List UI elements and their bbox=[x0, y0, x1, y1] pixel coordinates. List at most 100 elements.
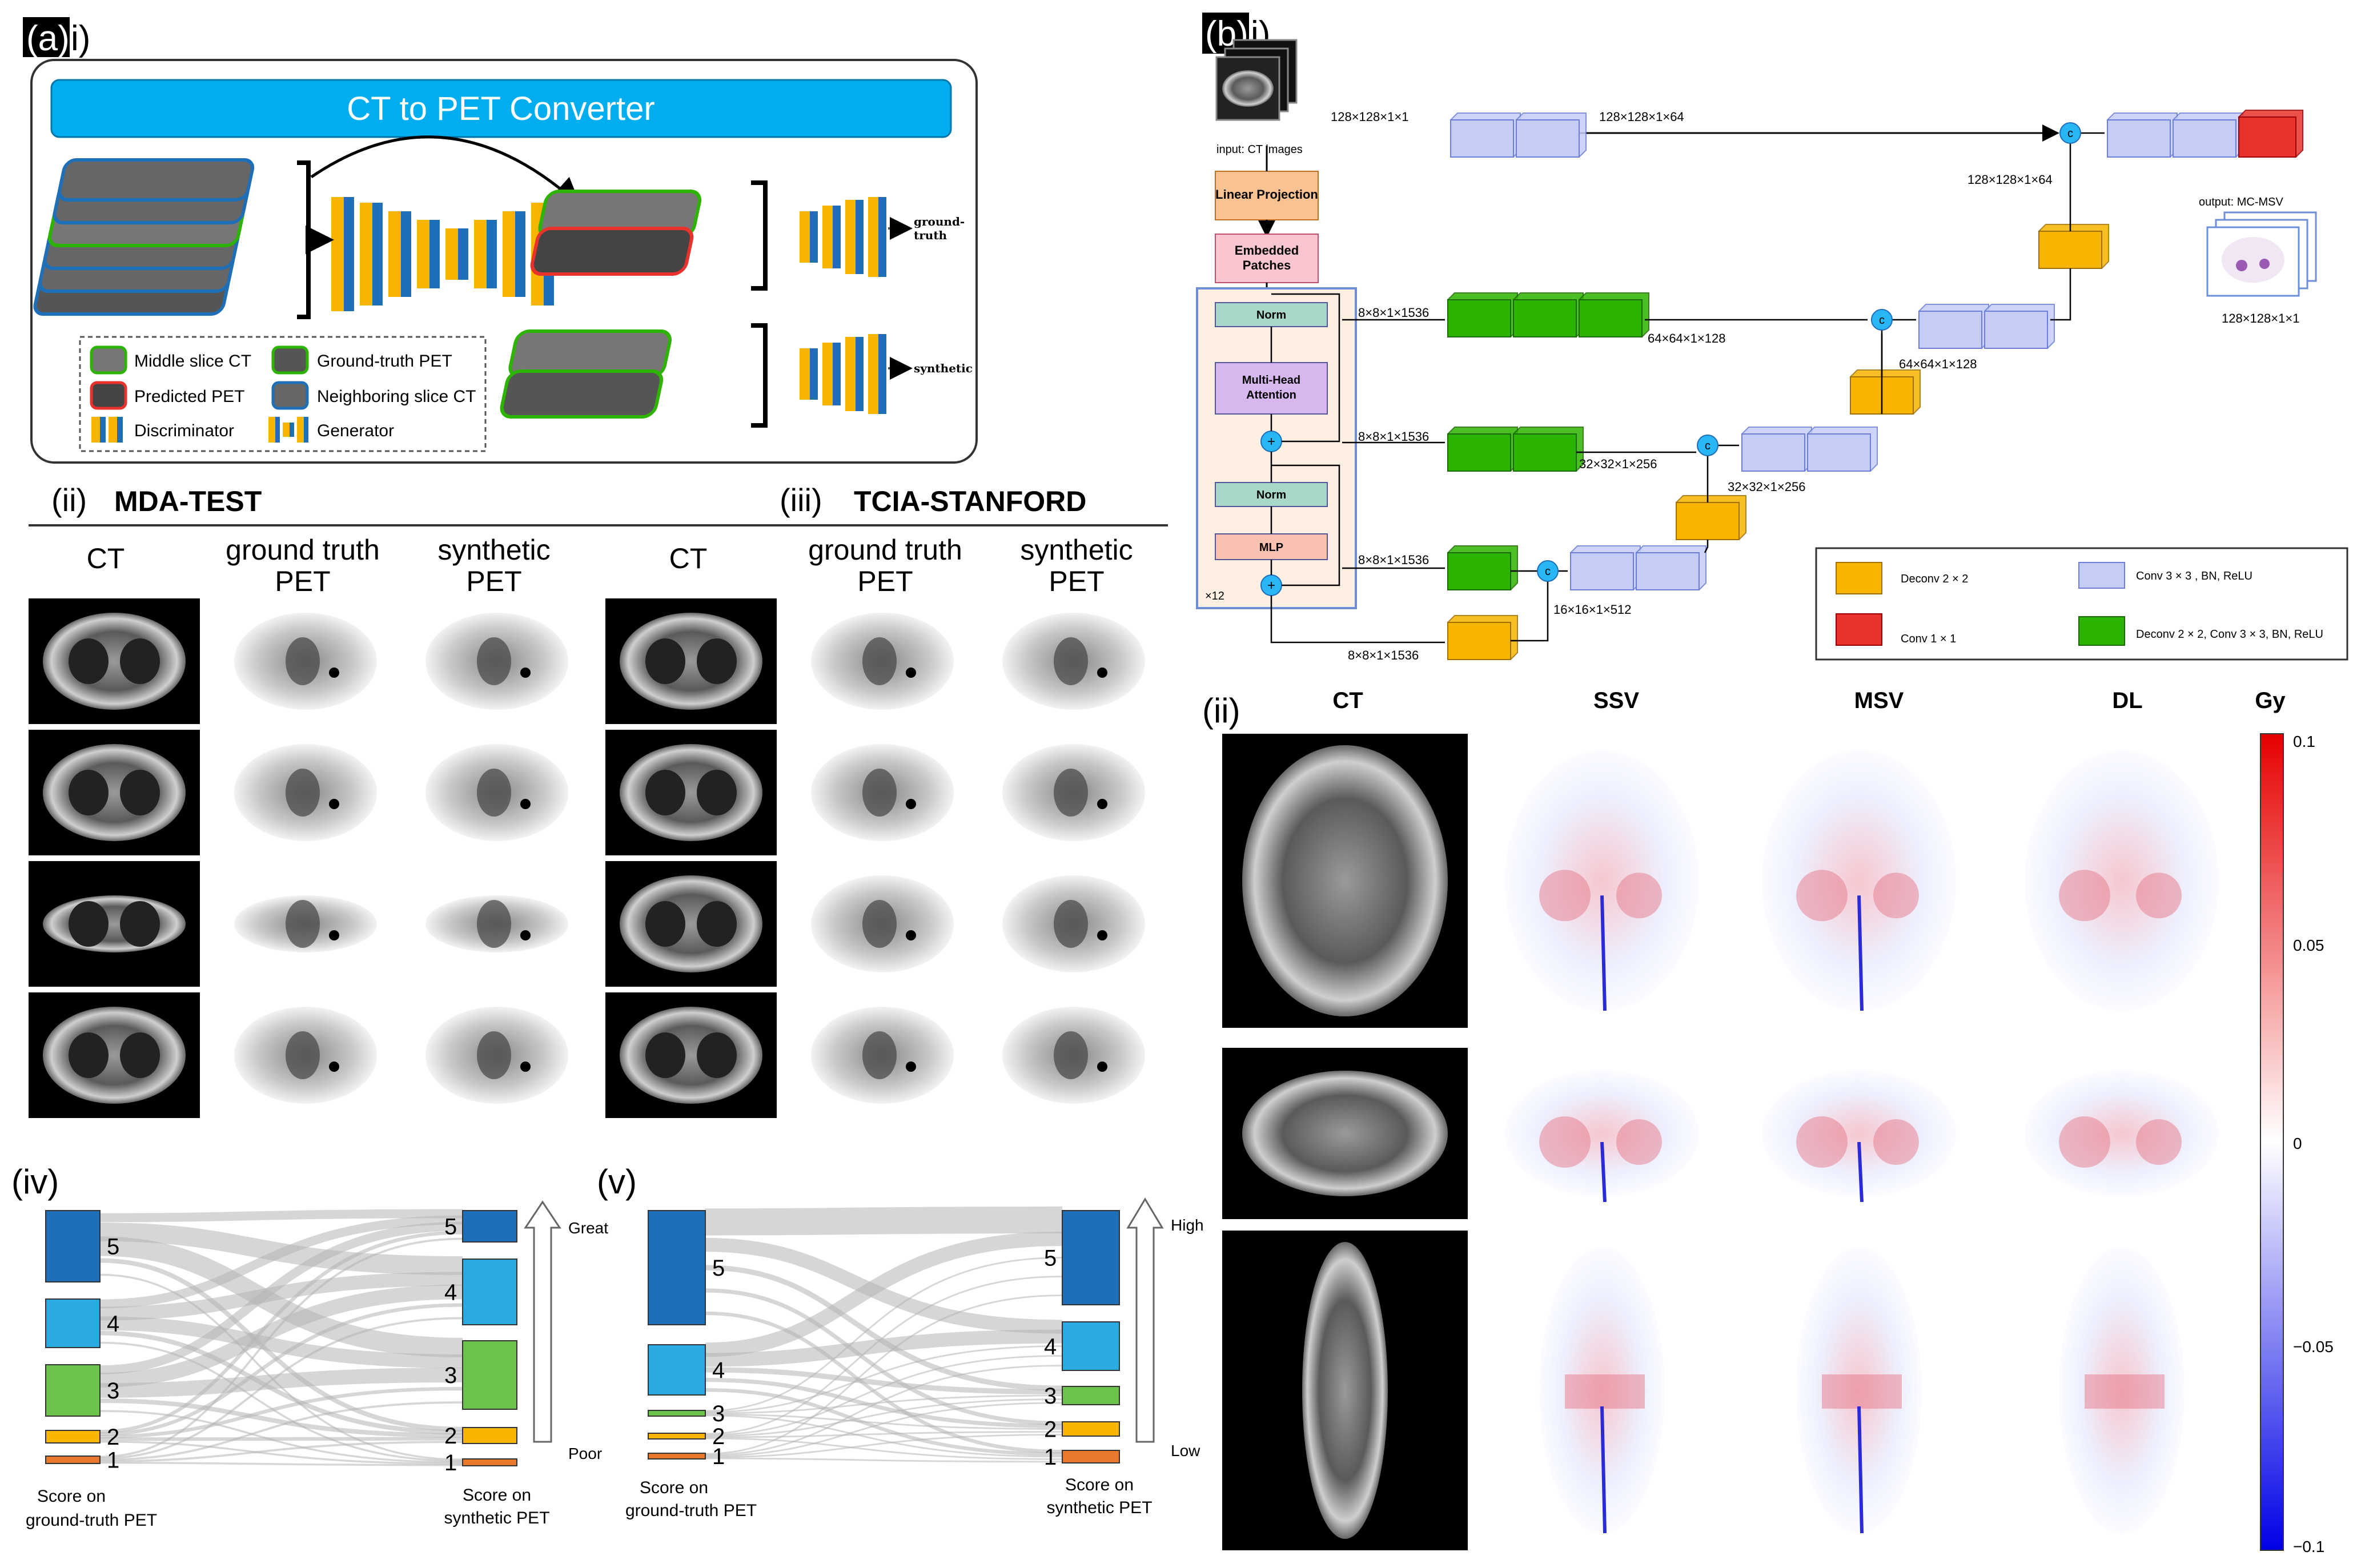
sankey-node-left bbox=[648, 1410, 706, 1417]
svg-text:Deconv 2 × 2, Conv 3 × 3, BN,: Deconv 2 × 2, Conv 3 × 3, BN, ReLU bbox=[2136, 628, 2323, 641]
pet-scan-thumb bbox=[797, 992, 968, 1118]
sankey-score-label: 3 bbox=[444, 1363, 457, 1388]
svg-text:ground-truth PET: ground-truth PET bbox=[26, 1511, 157, 1530]
dose-ct-image bbox=[1222, 734, 1468, 1028]
sankey-score-label: 5 bbox=[1044, 1246, 1057, 1271]
pet-scan-thumb bbox=[220, 992, 391, 1118]
sankey-score-label: 1 bbox=[1044, 1445, 1057, 1470]
sankey-score-label: 3 bbox=[107, 1378, 119, 1404]
sankey-flow bbox=[705, 1378, 1063, 1429]
sankey-node-right bbox=[1062, 1421, 1120, 1437]
concat-symbol: c bbox=[2067, 127, 2073, 140]
svg-text:Norm: Norm bbox=[1256, 489, 1286, 501]
conv-block bbox=[1983, 304, 2055, 349]
unet-connection bbox=[1704, 540, 1709, 553]
sankey-flow bbox=[705, 1431, 1063, 1438]
sankey-flow bbox=[705, 1265, 1063, 1391]
label-ground-truth: ground-truth bbox=[914, 215, 965, 242]
pet-scan-thumb bbox=[411, 730, 583, 855]
dose-ct-image bbox=[1222, 1231, 1468, 1550]
svg-text:0.05: 0.05 bbox=[2293, 936, 2324, 954]
concat-node bbox=[1871, 309, 1893, 331]
dim-top-enc: 128×128×1×64 bbox=[1599, 110, 1684, 124]
sankey-captions: Score on ground-truth PET Score on synth… bbox=[26, 1475, 1153, 1530]
dl-dose-map bbox=[2010, 1048, 2233, 1219]
sankey-node-left bbox=[45, 1430, 101, 1444]
sankey-score-label: 4 bbox=[444, 1280, 457, 1305]
sankey-flow bbox=[99, 1215, 463, 1309]
svg-text:Score on: Score on bbox=[463, 1486, 531, 1505]
sankey-node-left bbox=[45, 1298, 101, 1348]
sankey-flow bbox=[99, 1441, 463, 1462]
svg-text:i): i) bbox=[71, 19, 90, 58]
sankey-flow bbox=[705, 1437, 1063, 1460]
iv-tag: (iv) bbox=[11, 1163, 59, 1201]
sankey-score-label: 5 bbox=[444, 1215, 457, 1240]
sankey-score-label: 2 bbox=[712, 1424, 725, 1449]
output-msv-stack bbox=[2206, 211, 2317, 297]
sankey-flow bbox=[705, 1276, 1063, 1435]
pet-scan-thumb bbox=[988, 861, 1159, 987]
deconv-conv-block bbox=[1512, 292, 1584, 338]
conv-block bbox=[1806, 427, 1878, 472]
svg-text:Low: Low bbox=[1171, 1442, 1200, 1460]
ct-gt-pair bbox=[500, 329, 672, 419]
svg-text:synthetic PET: synthetic PET bbox=[1046, 1498, 1152, 1517]
sankey-flow bbox=[705, 1394, 1063, 1414]
sankey-flow bbox=[99, 1231, 463, 1434]
svg-text:CT: CT bbox=[1332, 688, 1363, 713]
sankey-score-label: 5 bbox=[712, 1256, 725, 1281]
ii-tag: (ii) bbox=[51, 482, 87, 518]
sankey-node-right bbox=[462, 1427, 517, 1444]
sankey-flow bbox=[99, 1237, 463, 1458]
ct-scan-thumb bbox=[29, 992, 200, 1118]
sankey-flow bbox=[99, 1221, 463, 1374]
concat-node bbox=[1537, 560, 1559, 582]
dose-ct-image bbox=[1222, 1048, 1468, 1219]
sankey-score-label: 2 bbox=[107, 1425, 119, 1450]
pet-scan-thumb bbox=[411, 861, 583, 987]
sankey-score-label: 5 bbox=[107, 1235, 119, 1260]
svg-text:Score on: Score on bbox=[1065, 1475, 1134, 1494]
deconv-block bbox=[1849, 369, 1921, 415]
sankey-flow bbox=[705, 1206, 1063, 1236]
sankey-flow bbox=[99, 1368, 463, 1398]
sankey-node-right bbox=[1062, 1321, 1120, 1371]
sankey-node-right bbox=[462, 1458, 517, 1466]
pet-scan-thumb bbox=[797, 598, 968, 724]
sankey-flow bbox=[99, 1341, 463, 1462]
svg-text:+: + bbox=[1267, 434, 1275, 449]
pet-scan-thumb bbox=[411, 992, 583, 1118]
svg-text:Norm: Norm bbox=[1256, 309, 1286, 321]
svg-text:ground-truth PET: ground-truth PET bbox=[625, 1501, 757, 1520]
conv-block bbox=[2106, 112, 2178, 158]
ct-scan-thumb bbox=[605, 598, 777, 724]
pet-scan-thumb bbox=[220, 598, 391, 724]
unet-dim-labels: 8×8×1×1536 8×8×1×1536 8×8×1×1536 8×8×1×1… bbox=[1348, 172, 2299, 662]
sankey-flow bbox=[705, 1457, 1063, 1463]
iii-tag: (iii) bbox=[780, 482, 822, 518]
ssv-dose-map bbox=[1491, 734, 1713, 1028]
ssv-dose-map bbox=[1491, 1231, 1713, 1550]
svg-text:Multi-Head: Multi-Head bbox=[1242, 374, 1300, 387]
sankey-node-left bbox=[648, 1453, 706, 1460]
sankey-flow bbox=[99, 1410, 463, 1464]
ct-scan-thumb bbox=[605, 992, 777, 1118]
sankey-flow bbox=[99, 1437, 463, 1441]
legend-middle-ct: Middle slice CT bbox=[134, 352, 251, 371]
sankey-node-left bbox=[45, 1364, 101, 1417]
scan-image-grid bbox=[29, 598, 1159, 1118]
sankey-node-right bbox=[462, 1340, 517, 1410]
sankey-flow bbox=[705, 1434, 1063, 1458]
svg-text:Score on: Score on bbox=[37, 1487, 106, 1506]
concat-symbol: c bbox=[1545, 565, 1551, 578]
output-label: output: MC-MSV bbox=[2199, 196, 2283, 208]
svg-text:128×128×1×64: 128×128×1×64 bbox=[1967, 172, 2053, 187]
sankey-node-left bbox=[45, 1456, 101, 1464]
sankey-node-left bbox=[45, 1210, 101, 1282]
sankey-flow bbox=[705, 1231, 1063, 1357]
dose-image-grid bbox=[1222, 734, 2233, 1550]
